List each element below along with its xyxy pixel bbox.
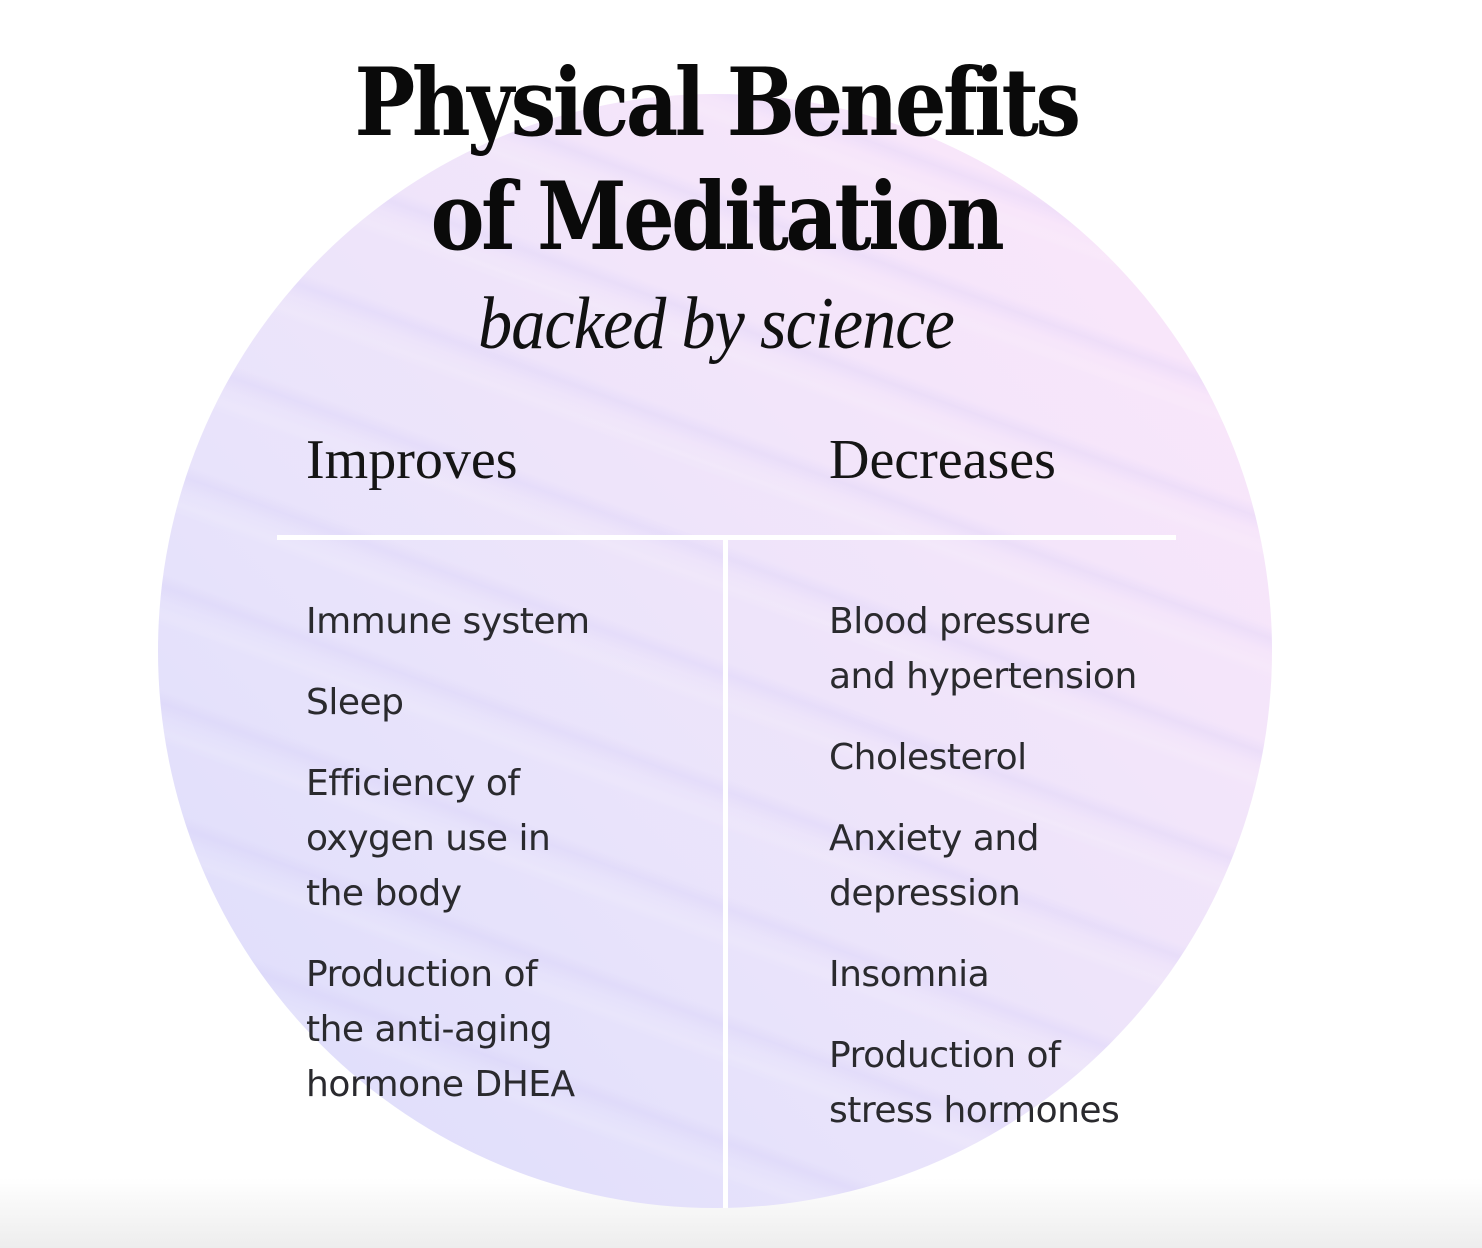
list-item: Production of the anti-aging hormone DHE…: [306, 954, 575, 1105]
decreases-list: Blood pressure and hypertension Choleste…: [829, 594, 1209, 1164]
vertical-divider: [723, 538, 728, 1208]
list-item: Production of stress hormones: [829, 1035, 1120, 1131]
list-item: Cholesterol: [829, 737, 1027, 778]
title-line-2: of Meditation: [430, 162, 1005, 272]
background-circle: [158, 94, 1272, 1208]
list-item: Insomnia: [829, 954, 990, 995]
list-item: Anxiety and depression: [829, 818, 1040, 914]
improves-list: Immune system Sleep Efficiency of oxygen…: [306, 594, 706, 1138]
list-item: Sleep: [306, 682, 404, 723]
improves-heading: Improves: [306, 429, 518, 491]
horizontal-divider: [277, 535, 1176, 540]
page-title: Physical Benefits of Meditation: [100, 46, 1332, 274]
title-line-1: Physical Benefits: [354, 48, 1080, 158]
subtitle: backed by science: [478, 283, 955, 365]
list-item: Efficiency of oxygen use in the body: [306, 763, 551, 914]
list-item: Immune system: [306, 601, 590, 642]
list-item: Blood pressure and hypertension: [829, 601, 1137, 697]
decreases-heading: Decreases: [829, 429, 1056, 491]
